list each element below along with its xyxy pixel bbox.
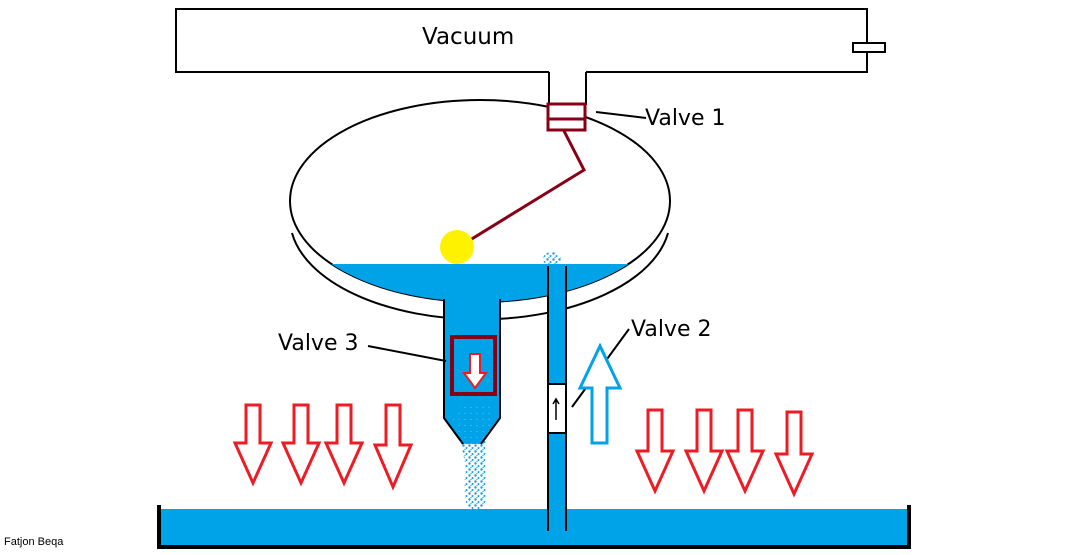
vacuum-port bbox=[852, 42, 886, 53]
vacuum-chamber bbox=[175, 8, 886, 105]
pressure-down-arrow-icon bbox=[323, 403, 365, 487]
reservoir bbox=[157, 505, 911, 549]
pressure-down-arrow-icon bbox=[724, 408, 766, 495]
pressure-down-arrow-icon bbox=[232, 403, 274, 487]
float-arm bbox=[456, 128, 586, 250]
flow-up-arrow-icon bbox=[577, 342, 623, 445]
valve-1-label: Valve 1 bbox=[645, 106, 726, 131]
vacuum-label: Vacuum bbox=[422, 24, 515, 50]
valve-3 bbox=[450, 335, 497, 396]
float-ball-icon bbox=[440, 230, 474, 264]
pressure-down-arrow-icon bbox=[683, 408, 725, 495]
tank bbox=[289, 99, 671, 321]
author-credit: Fatjon Beqa bbox=[4, 536, 64, 548]
valve-1 bbox=[456, 102, 587, 250]
valve-3-label: Valve 3 bbox=[278, 331, 359, 356]
pressure-down-arrow-icon bbox=[280, 403, 322, 487]
pressure-down-arrow-icon bbox=[634, 408, 676, 495]
pressure-down-arrow-icon bbox=[372, 403, 414, 491]
valve-2 bbox=[547, 383, 567, 434]
water-spray bbox=[452, 252, 561, 510]
valve-2-label: Valve 2 bbox=[631, 317, 712, 342]
valve-2-up-arrow-icon bbox=[552, 397, 560, 420]
pressure-down-arrow-icon bbox=[773, 410, 815, 498]
inlet-pipe bbox=[547, 266, 567, 531]
valve-3-down-arrow-icon bbox=[462, 353, 488, 390]
